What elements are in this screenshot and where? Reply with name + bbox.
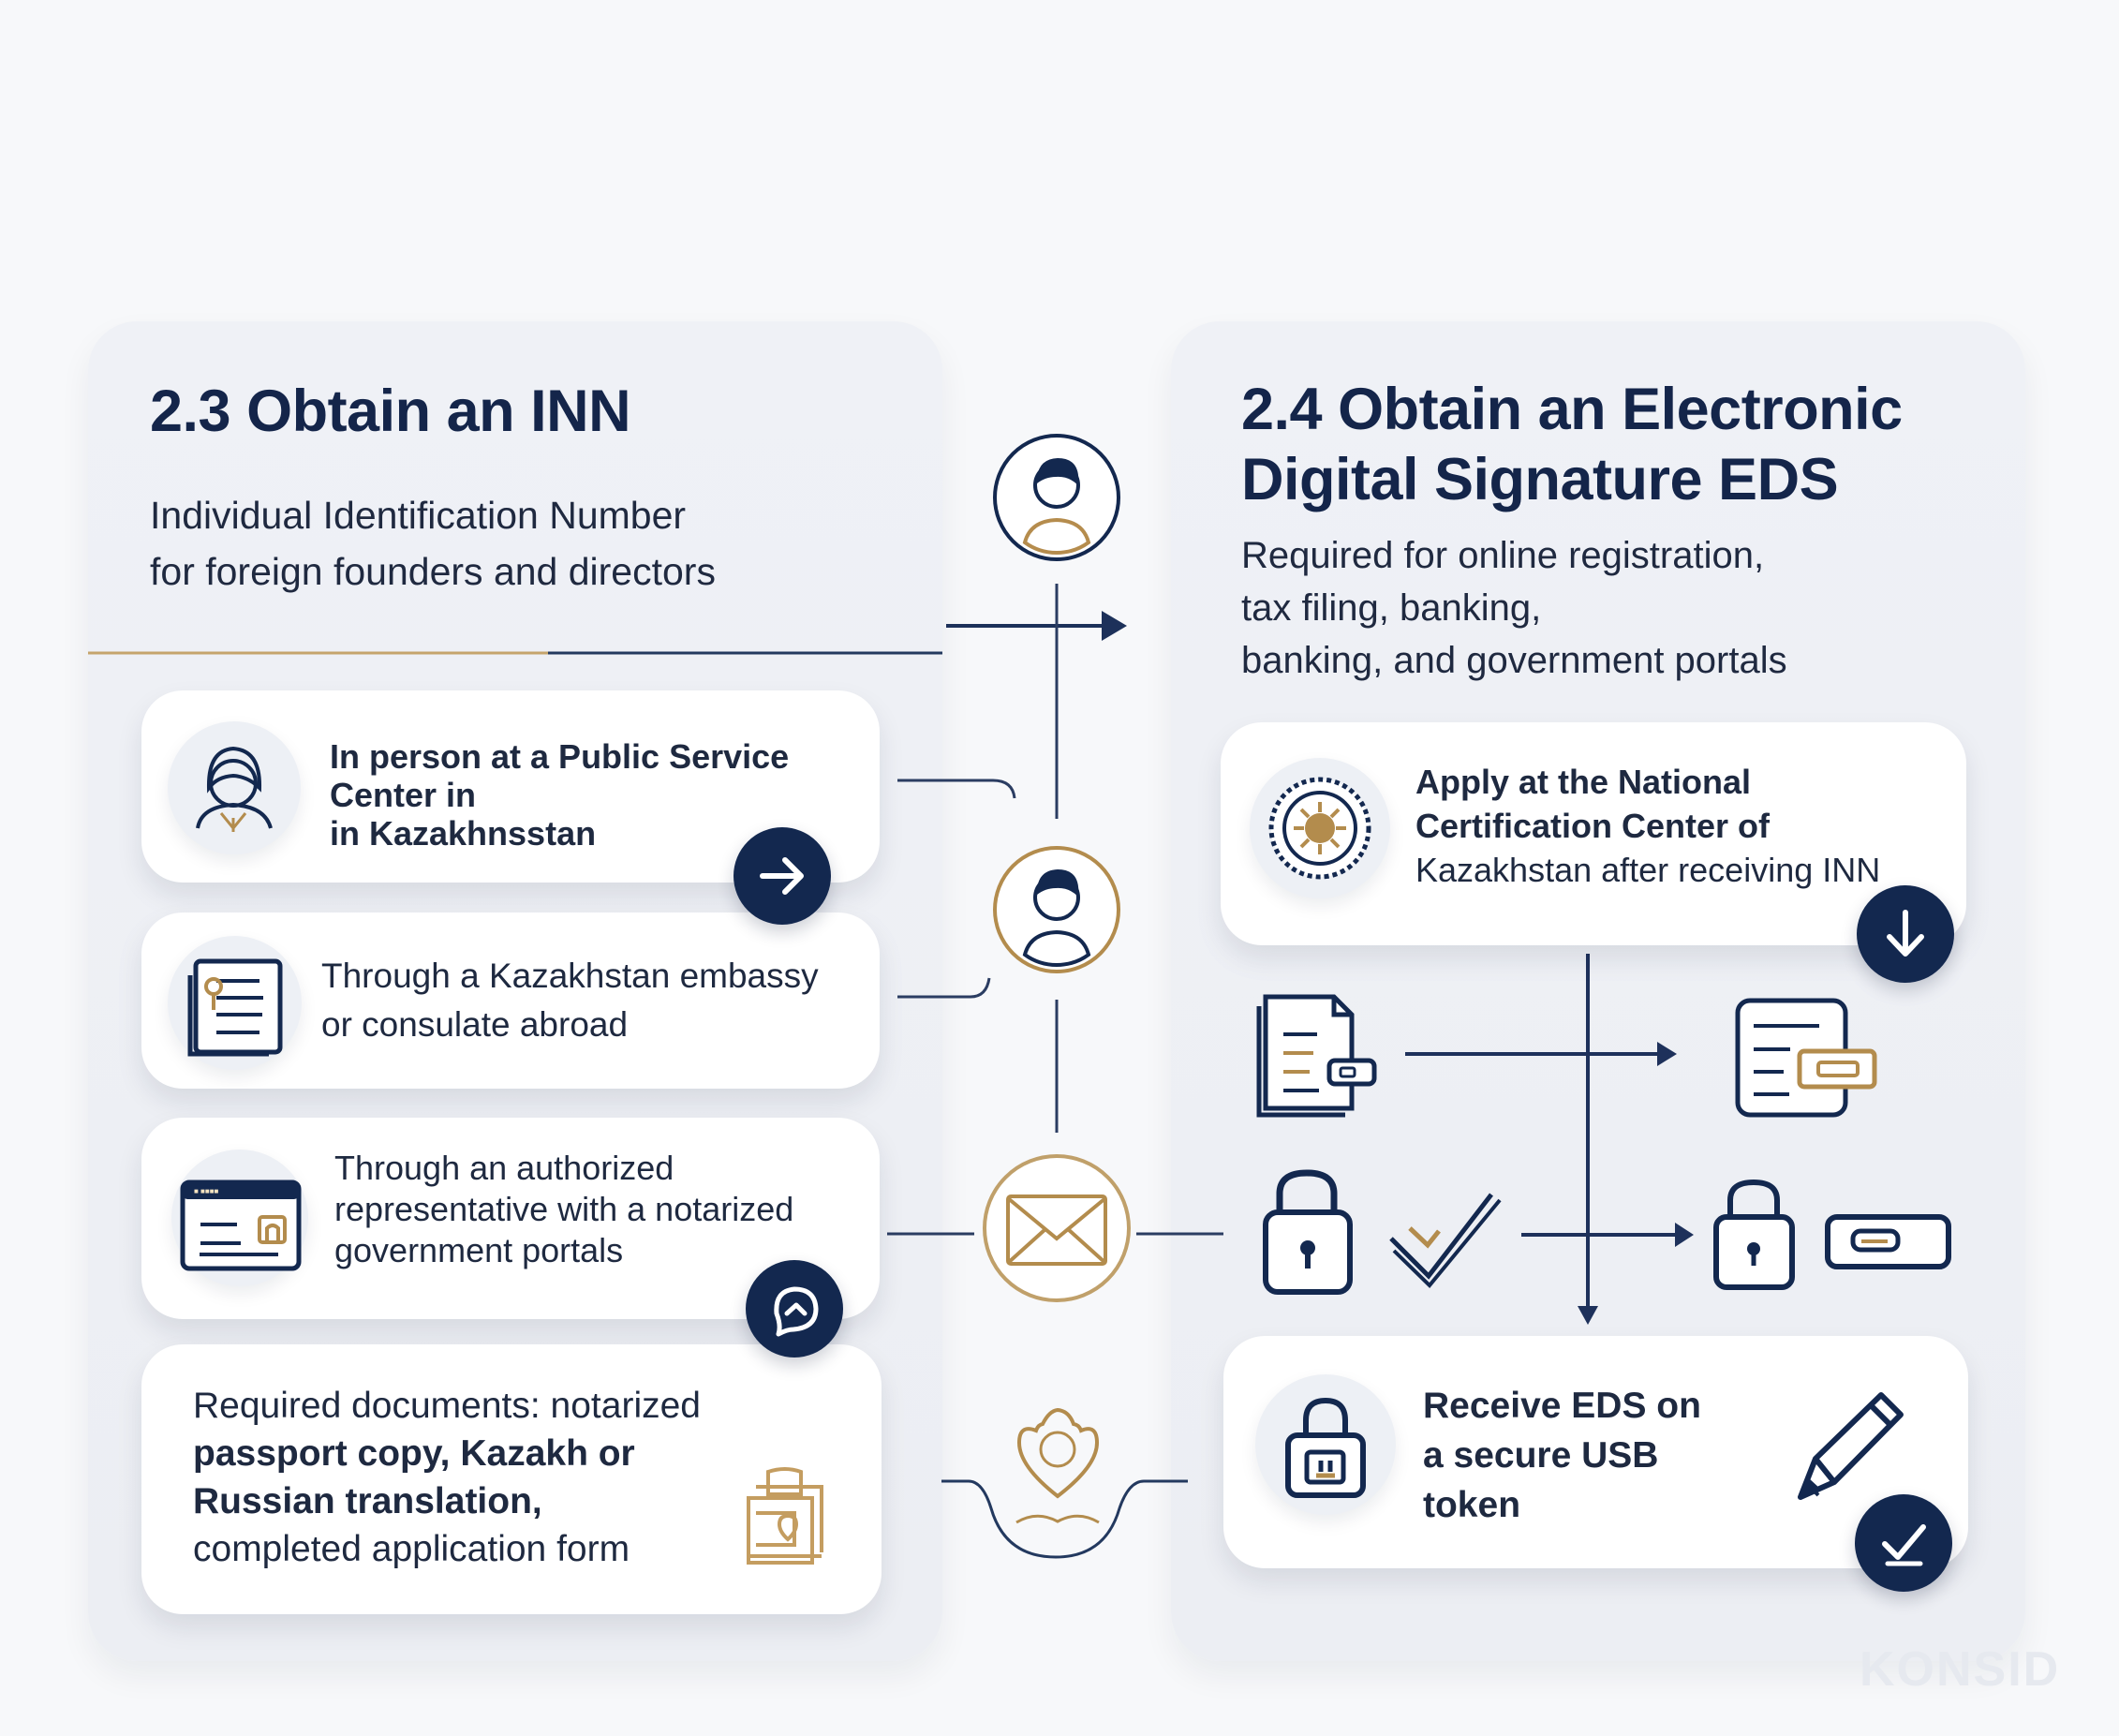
person-connector-icon-middle (993, 846, 1120, 973)
national-certification-text: Apply at the National Certification Cent… (1415, 760, 1940, 892)
card-2-line-2: or consulate abroad (321, 1005, 629, 1044)
card-4-line-3: Russian translation, (193, 1481, 542, 1521)
embassy-card: Through a Kazakhstan embassy or consulat… (141, 913, 880, 1089)
faded-watermark: KONSID (1860, 1642, 2061, 1697)
inn-title: 2.3 Obtain an INN (150, 378, 631, 444)
eds-title-line-2: Digital Signature EDS (1241, 447, 1839, 512)
envelope-connector-icon (983, 1154, 1131, 1302)
id-document-icon (168, 936, 302, 1070)
inn-subtitle-line-1: Individual Identification Number (150, 494, 687, 537)
checkmark-icon (1882, 1524, 1926, 1566)
card-3-line-3: government portals (334, 1231, 624, 1269)
card-1-line-1: In person at a Public Service (330, 737, 790, 776)
location-connector-arc (941, 1479, 1188, 1559)
person-icon (168, 721, 301, 854)
svg-text:■ ■■■■: ■ ■■■■ (194, 1187, 219, 1195)
inn-subtitle-line-2: for foreign founders and directors (150, 550, 716, 593)
card-r1-line-1: Apply at the National (1415, 763, 1752, 801)
card-r2-line-2: a secure USB (1423, 1435, 1659, 1476)
card-1-line-3: in Kazakhnsstan (330, 814, 597, 853)
card-r2-line-3: token (1423, 1485, 1521, 1525)
checkmark-button[interactable] (1855, 1494, 1952, 1592)
chat-bubble-icon (774, 1286, 819, 1337)
card-3-line-1: Through an authorized (334, 1149, 674, 1187)
id-card-icon: ■ ■■■■ (171, 1150, 308, 1286)
chat-button[interactable] (746, 1260, 843, 1358)
card-2-line-1: Through a Kazakhstan embassy (321, 957, 819, 995)
eds-title: 2.4 Obtain an Electronic Digital Signatu… (1241, 375, 2066, 515)
arrow-right-button[interactable] (734, 827, 831, 925)
card-4-line-4: completed application form (193, 1529, 630, 1569)
eds-title-line-1: 2.4 Obtain an Electronic (1241, 377, 1903, 442)
national-certification-card: Apply at the National Certification Cent… (1221, 722, 1966, 945)
inn-subtitle: Individual Identification Number for for… (150, 487, 862, 600)
connector-right-arrowhead (1102, 611, 1127, 641)
authorized-representative-text: Through an authorized representative wit… (334, 1148, 859, 1271)
card-4-line-1: Required documents: notarized (193, 1386, 701, 1426)
eds-subtitle-line-2: tax filing, banking, (1241, 587, 1542, 629)
person-connector-icon-top (993, 434, 1120, 561)
eds-subtitle-line-1: Required for online registration, (1241, 535, 1765, 576)
location-pin-connector-icon (1015, 1407, 1100, 1524)
pen-icon (1789, 1382, 1911, 1508)
embassy-text: Through a Kazakhstan embassy or consulat… (321, 952, 855, 1049)
arrow-down-icon (1887, 910, 1924, 957)
receive-eds-text: Receive EDS on a secure USB token (1423, 1381, 1770, 1530)
eds-subtitle-line-3: banking, and government portals (1241, 640, 1787, 681)
card-r1-line-2: Certification Center of (1415, 807, 1771, 845)
card-1-line-2: Center in (330, 776, 477, 814)
card-3-line-2: representative with a notarized (334, 1190, 794, 1228)
documents-map-pin-icon (735, 1466, 832, 1569)
eds-subtitle: Required for online registration, tax fi… (1241, 529, 2009, 687)
usb-padlock-icon (1255, 1374, 1396, 1515)
national-emblem-icon (1250, 758, 1390, 898)
card-4-line-2: passport copy, Kazakh or (193, 1433, 635, 1474)
arrow-down-button[interactable] (1857, 885, 1954, 983)
required-documents-text: Required documents: notarized passport c… (193, 1382, 736, 1573)
arrow-right-icon (760, 857, 804, 895)
card-r2-line-1: Receive EDS on (1423, 1386, 1701, 1426)
required-documents-card: Required documents: notarized passport c… (141, 1344, 882, 1614)
public-service-center-text: In person at a Public Service Center in … (330, 737, 854, 853)
card-r1-line-3: Kazakhstan after receiving INN (1415, 851, 1881, 889)
